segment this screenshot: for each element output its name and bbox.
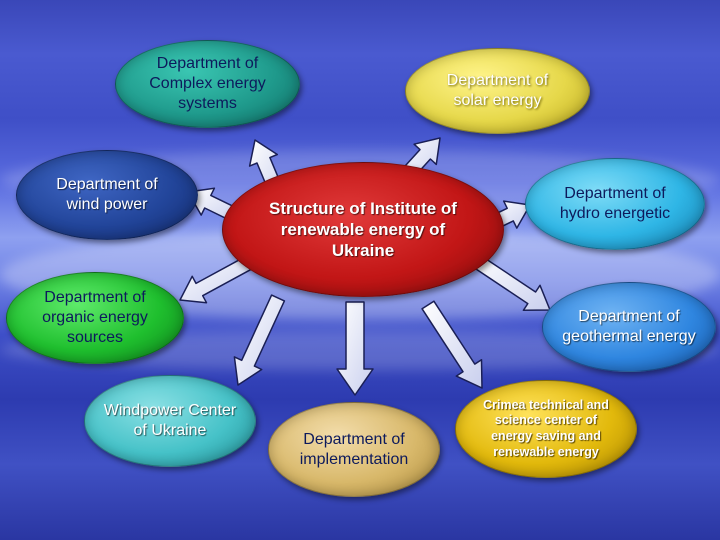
node-windpower-center-label: Windpower Center of Ukraine [103, 402, 237, 439]
node-organic-label: Department of organic energy sources [42, 289, 148, 346]
arrow-to-organic [179, 255, 255, 304]
arrow-to-geothermal [473, 255, 551, 312]
node-implementation-label: Department of implementation [299, 430, 409, 468]
node-hydro-energetic: Department of hydro energetic [525, 158, 705, 250]
node-solar-label: Department of solar energy [446, 72, 549, 109]
node-wind-power: Department of wind power [16, 150, 198, 240]
node-solar-energy: Department of solar energy [405, 48, 590, 134]
node-crimea-label: Crimea technical and science center of e… [483, 397, 609, 459]
node-organic-energy-sources: Department of organic energy sources [6, 272, 184, 364]
node-geothermal-energy: Department of geothermal energy [542, 282, 716, 372]
node-complex-energy-systems: Department of Complex energy systems [115, 40, 300, 128]
node-crimea-center: Crimea technical and science center of e… [455, 380, 637, 478]
node-complex-label: Department of Complex energy systems [149, 55, 266, 112]
arrow-to-windpower [233, 294, 286, 386]
arrow-to-crimea [421, 300, 483, 389]
node-wind-label: Department of wind power [56, 176, 158, 213]
node-windpower-center: Windpower Center of Ukraine [84, 375, 256, 467]
node-institute-structure: Structure of Institute of renewable ener… [222, 162, 504, 297]
node-center-label: Structure of Institute of renewable ener… [269, 198, 457, 261]
node-geothermal-label: Department of geothermal energy [562, 308, 696, 345]
node-implementation: Department of implementation [268, 402, 440, 497]
arrow-to-implementation [336, 301, 374, 396]
node-hydro-label: Department of hydro energetic [559, 185, 671, 222]
